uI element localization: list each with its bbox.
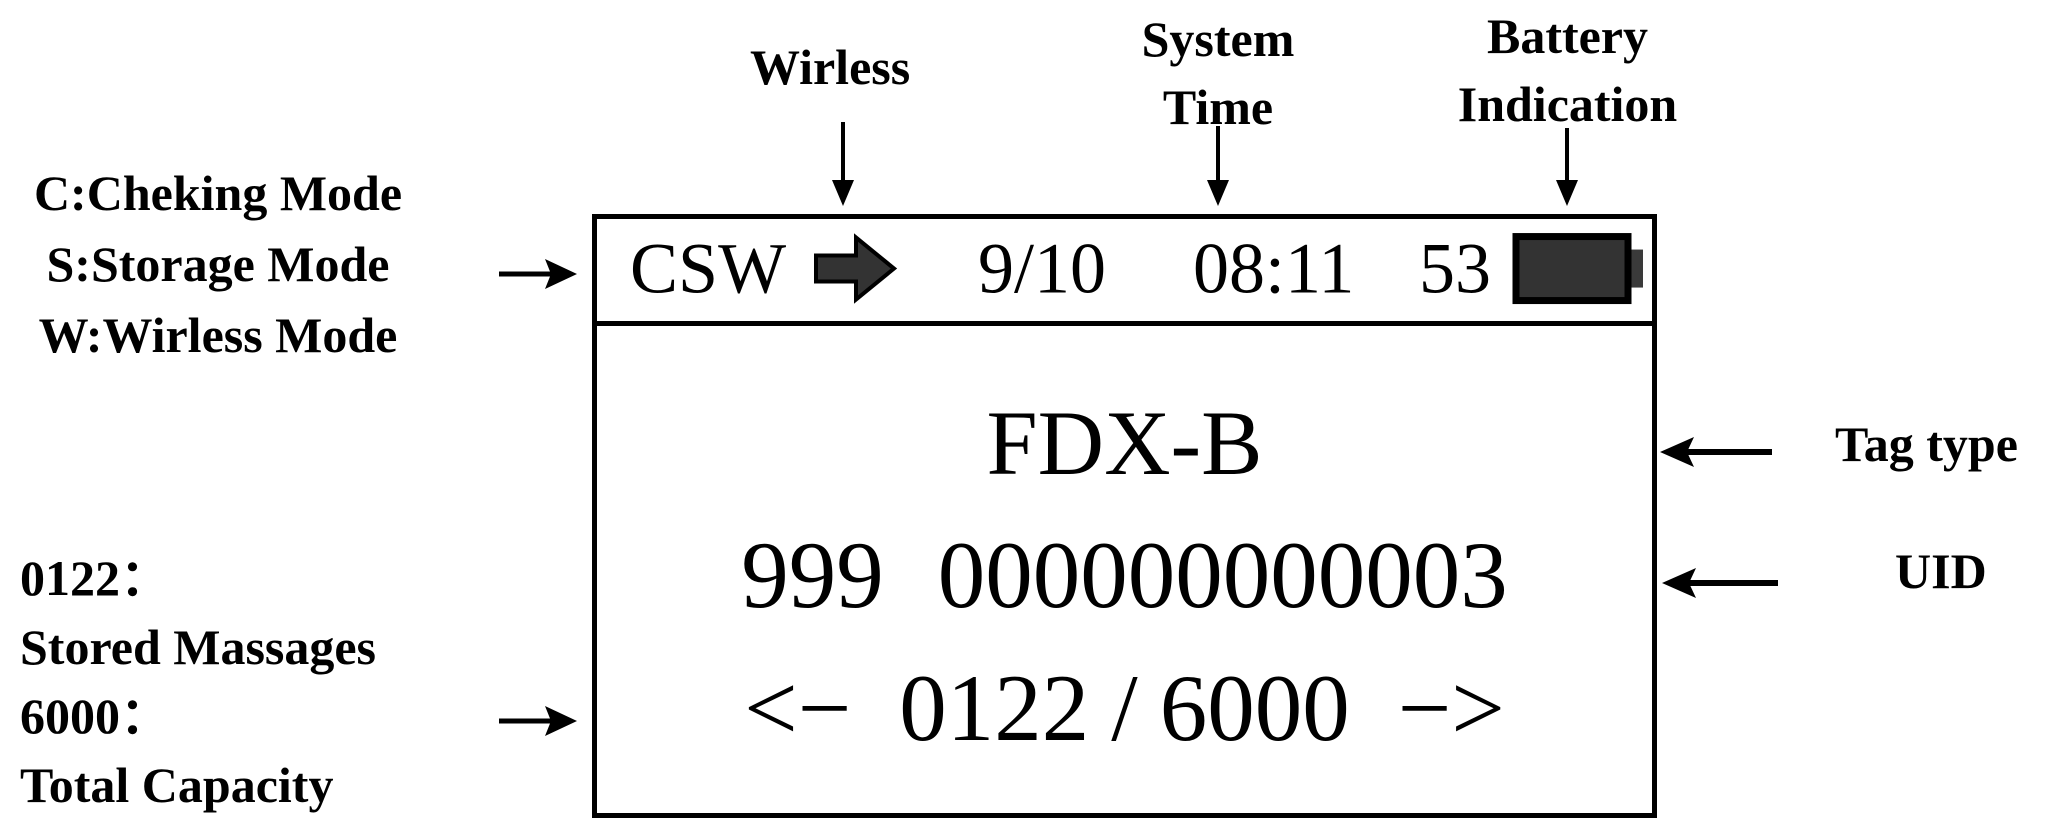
status-bar: CSW 9/10 08:11 53: [597, 219, 1652, 326]
mode-legend: C:Cheking Mode S:Storage Mode W:Wirless …: [0, 158, 436, 371]
uid-pointer-left-arrow-icon: [1662, 568, 1778, 598]
message-counter: <− 0122 / 6000 −>: [597, 661, 1652, 756]
system-time-label-line2: Time: [1162, 79, 1274, 135]
uid-country-code: 999: [741, 522, 884, 628]
battery-indication-label-line1: Battery: [1486, 8, 1649, 64]
uid-value: 999 000000000003: [597, 528, 1652, 623]
display-main-area: FDX-B 999 000000000003 <− 0122 / 6000 −>: [597, 326, 1652, 813]
storage-legend-pointer-right-arrow-icon: [499, 706, 577, 736]
next-arrow-glyph: −>: [1397, 655, 1505, 761]
tag-type-value: FDX-B: [986, 392, 1263, 494]
battery-indication-label-line2: Indication: [1457, 76, 1678, 132]
storage-legend-stored-count: 0122：: [20, 550, 170, 606]
storage-legend-stored-text: Stored Massages: [20, 619, 377, 675]
mode-legend-pointer-right-arrow-icon: [499, 259, 577, 289]
system-time-label-line1: System: [1141, 11, 1295, 67]
system-time-pointer-down-arrow-icon: [1207, 126, 1229, 206]
tag-type-label: Tag type: [1835, 416, 2018, 472]
status-modes: CSW: [630, 228, 787, 309]
device-display: CSW 9/10 08:11 53 FDX-B 999 000000000003…: [592, 214, 1657, 818]
storage-legend-capacity-text: Total Capacity: [20, 757, 334, 813]
status-date: 9/10: [978, 228, 1107, 309]
mode-legend-checking: C:Cheking Mode: [33, 165, 403, 221]
mode-legend-wireless: W:Wirless Mode: [38, 307, 398, 363]
status-battery-percent: 53: [1419, 228, 1491, 309]
storage-legend: 0122： Stored Massages 6000： Total Capaci…: [20, 544, 376, 820]
battery-pointer-down-arrow-icon: [1556, 128, 1578, 206]
system-time-label: System Time: [1107, 5, 1329, 141]
prev-arrow-glyph: <−: [744, 655, 852, 761]
total-capacity-count: 6000: [1159, 655, 1350, 761]
wireless-mode-block-arrow-icon: [814, 233, 898, 304]
tag-type-pointer-left-arrow-icon: [1660, 437, 1772, 467]
mode-legend-storage: S:Storage Mode: [46, 236, 390, 292]
uid-national-code: 000000000003: [937, 522, 1508, 628]
uid-label: UID: [1895, 543, 1987, 599]
wireless-pointer-down-arrow-icon: [832, 122, 854, 206]
wireless-label: Wirless: [750, 39, 911, 95]
status-time: 08:11: [1193, 228, 1355, 309]
storage-legend-capacity-count: 6000：: [20, 688, 170, 744]
stored-messages-count: 0122: [899, 655, 1090, 761]
counter-values: 0122 / 6000: [899, 661, 1349, 756]
counter-separator: /: [1111, 655, 1138, 761]
battery-icon: [1512, 233, 1643, 305]
battery-indication-label: Battery Indication: [1400, 2, 1735, 138]
